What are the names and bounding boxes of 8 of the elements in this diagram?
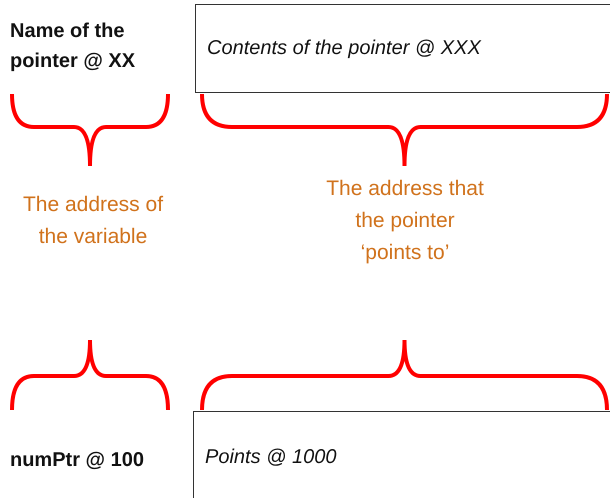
memory-cell — [195, 4, 610, 93]
variable-name: numPtr @ 100 — [10, 448, 145, 473]
cell-value: Contents of the pointer @ XXX — [207, 37, 481, 60]
annotation: The address of the variable — [22, 192, 164, 250]
variable-name: Name of the pointer @ XX — [10, 19, 136, 74]
annotation: The address that the pointer ‘points to’ — [325, 176, 485, 266]
memory-cell — [193, 411, 610, 498]
cell-value: Points @ 1000 — [205, 446, 336, 468]
